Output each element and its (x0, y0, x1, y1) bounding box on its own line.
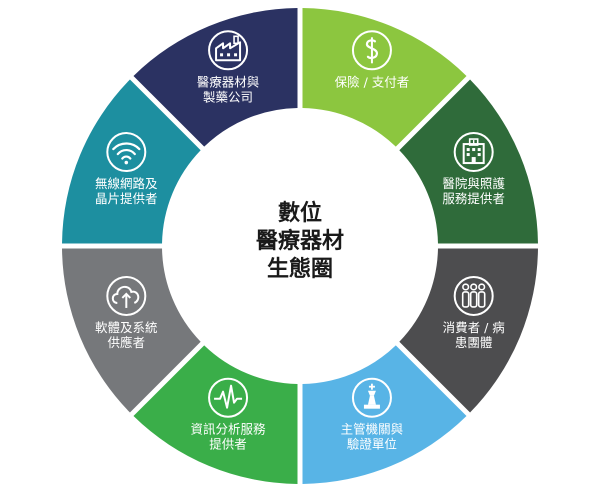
wheel-center: 數位 醫療器材 生態圈 (256, 200, 344, 282)
segment-regulator-label-line-1: 主管機關與 (341, 422, 404, 437)
segment-software-shape (62, 248, 201, 413)
segment-patient-shape (399, 248, 538, 413)
segment-network-label-line-2: 晶片提供者 (95, 191, 158, 206)
segment-patient-label-line-2: 患團體 (455, 335, 493, 350)
segment-hospital-shape (399, 79, 538, 244)
segment-regulator-shape (302, 345, 467, 484)
heartbeat-icon (208, 377, 249, 418)
segment-manufacturer-label-line-1: 醫療器材與 (197, 74, 260, 89)
segment-payer-label-line-1: 保險 / 支付者 (335, 74, 410, 89)
segment-manufacturer-shape (133, 8, 298, 147)
center-title-line-2: 醫療器材 (256, 228, 344, 254)
segment-payer: 保險 / 支付者 (302, 8, 467, 147)
center-title-line-1: 數位 (278, 200, 322, 226)
segment-payer-shape (302, 8, 467, 147)
wifi-icon (106, 132, 147, 173)
segment-analytics-label-line-1: 資訊分析服務 (191, 422, 267, 437)
segment-network-shape (62, 79, 201, 244)
segment-network-label-line-1: 無線網路及 (95, 176, 158, 191)
segment-manufacturer-label-line-2: 製藥公司 (203, 89, 253, 104)
segment-software-label-line-1: 軟體及系統 (95, 320, 158, 335)
segment-hospital-label-line-1: 醫院與照護 (442, 176, 505, 191)
factory-icon (208, 30, 249, 71)
people-group-icon (453, 275, 494, 316)
segment-software-label-line-2: 供應者 (108, 335, 146, 350)
segment-regulator-label-line-2: 驗證單位 (347, 437, 397, 452)
center-title-line-3: 生態圈 (267, 256, 333, 282)
segment-analytics-shape (133, 345, 298, 484)
segment-analytics-label-line-2: 提供者 (209, 437, 247, 452)
chess-king-icon (351, 377, 392, 418)
dollar-icon (351, 30, 392, 71)
cloud-upload-icon (106, 275, 147, 316)
hospital-icon (453, 132, 494, 173)
segment-hospital-label-line-2: 服務提供者 (442, 191, 505, 206)
segment-patient-label-line-1: 消費者 / 病 (443, 320, 505, 335)
